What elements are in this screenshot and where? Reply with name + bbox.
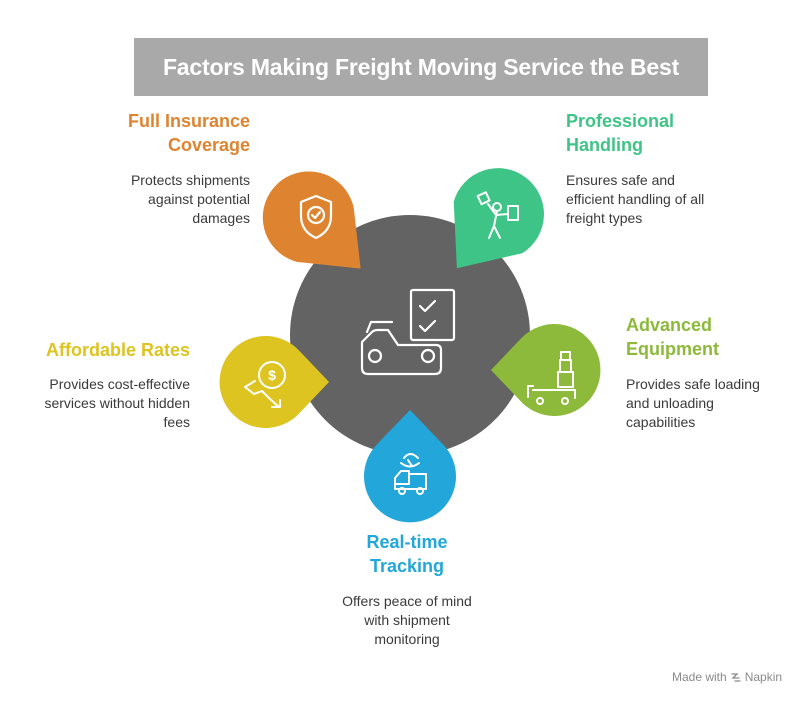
equipment-description-line: and unloading: [626, 395, 714, 411]
tracking-description: Offers peace of mind with shipment monit…: [307, 592, 507, 649]
insurance-description-line: damages: [192, 210, 250, 226]
handling-description-line: Ensures safe and: [566, 172, 675, 188]
shield-check-icon: [299, 194, 333, 240]
truck-checklist-icon: [360, 288, 456, 376]
equipment-heading-line: Equipment: [626, 339, 719, 359]
equipment-description-line: Provides safe loading: [626, 376, 760, 392]
insurance-heading-line: Full Insurance: [127, 111, 250, 131]
equipment-heading-line: Advanced: [626, 315, 713, 335]
insurance-badge: [262, 171, 361, 269]
handling-badge: [453, 168, 544, 269]
tracking-heading-line: Tracking: [369, 556, 445, 576]
pallet-jack-icon: [527, 351, 576, 405]
napkin-brand-label: Napkin: [744, 670, 783, 684]
insurance-description-line: against potential: [148, 191, 250, 207]
made-with-napkin-footer: Made with Napkin: [672, 670, 782, 684]
rates-description: Provides cost-effective services without…: [20, 375, 190, 432]
person-carrying-boxes-icon: [476, 191, 519, 239]
truck-satellite-icon: [394, 453, 427, 495]
page-title: Factors Making Freight Moving Service th…: [162, 53, 680, 80]
insurance-description: Protects shipments against potential dam…: [60, 171, 250, 228]
napkin-logo-icon: [731, 673, 741, 682]
dollar-down-trend-icon: $: [244, 361, 286, 408]
rates-badge: [219, 336, 329, 428]
rates-description-line: Provides cost-effective: [49, 376, 190, 392]
rates-description-line: fees: [163, 414, 190, 430]
made-with-label: Made with: [672, 670, 727, 684]
tracking-heading: Real-time Tracking: [307, 530, 507, 578]
handling-description-line: freight types: [566, 210, 643, 226]
svg-text:$: $: [268, 367, 276, 383]
equipment-badge: [491, 324, 601, 416]
title-banner: Factors Making Freight Moving Service th…: [134, 38, 708, 96]
rates-heading-line: Affordable Rates: [45, 340, 190, 360]
tracking-description-line: Offers peace of mind: [342, 593, 472, 609]
handling-description-line: efficient handling of all: [566, 191, 705, 207]
rates-description-line: services without hidden: [44, 395, 190, 411]
handling-heading-line: Professional: [566, 111, 675, 131]
equipment-description-line: capabilities: [626, 414, 696, 430]
tracking-heading-line: Real-time: [366, 532, 448, 552]
insurance-description-line: Protects shipments: [130, 172, 250, 188]
tracking-description-line: monitoring: [374, 631, 440, 647]
tracking-description-line: with shipment: [364, 612, 450, 628]
insurance-heading-line: Coverage: [167, 135, 250, 155]
insurance-heading: Full Insurance Coverage: [60, 109, 250, 157]
equipment-description: Provides safe loading and unloading capa…: [626, 375, 796, 432]
equipment-heading: Advanced Equipment: [626, 313, 796, 361]
rates-heading: Affordable Rates: [20, 338, 190, 362]
handling-description: Ensures safe and efficient handling of a…: [566, 171, 766, 228]
handling-heading: Professional Handling: [566, 109, 766, 157]
handling-heading-line: Handling: [566, 135, 643, 155]
